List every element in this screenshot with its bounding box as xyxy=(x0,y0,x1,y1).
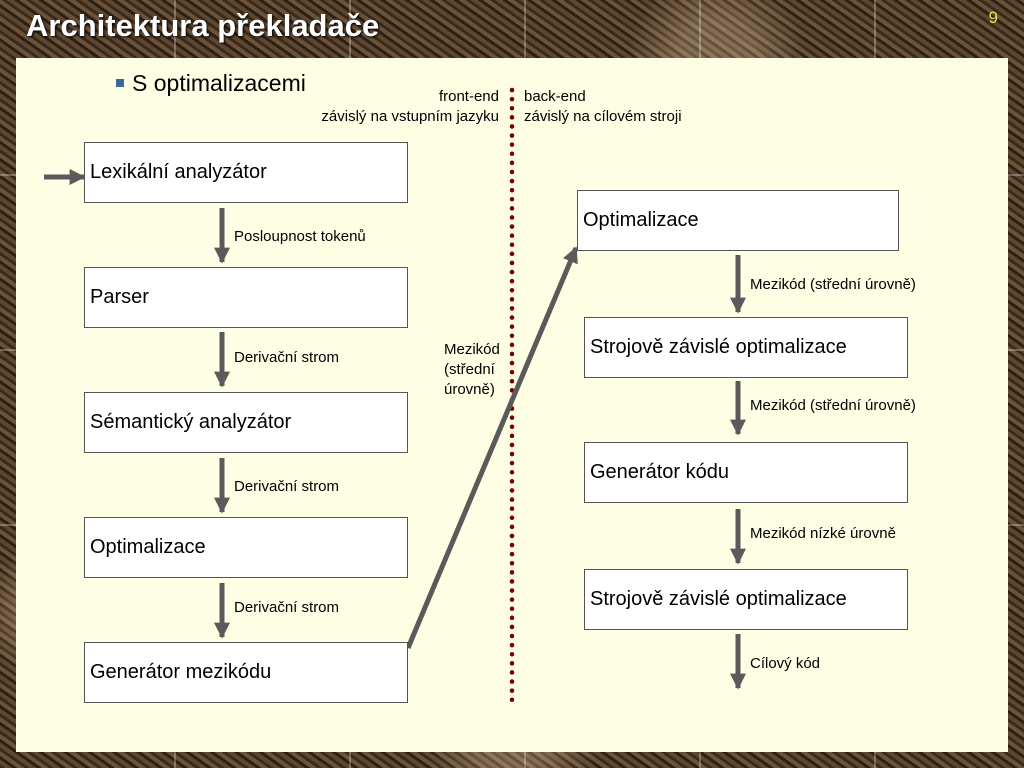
box-machine-dependent-optimization-2: Strojově závislé optimalizace xyxy=(584,569,908,630)
middle-label-line-1: Mezikód xyxy=(444,341,500,358)
label-derivation-tree-3: Derivační strom xyxy=(234,599,340,616)
back-end-description: závislý na cílovém stroji xyxy=(524,108,682,125)
label-intermediate-code-2: Mezikód (střední úrovně) xyxy=(750,397,916,414)
crossover-arrow xyxy=(405,246,579,649)
box-machine-dependent-optimization-1: Strojově závislé optimalizace xyxy=(584,317,908,378)
page-number: 9 xyxy=(988,8,998,27)
label-token-sequence: Posloupnost tokenů xyxy=(234,228,366,245)
label-intermediate-code-middle: Mezikód (střední úrovně) xyxy=(444,340,500,400)
box-lexical-analyzer: Lexikální analyzátor xyxy=(84,142,408,203)
slide-title: Architektura překladače xyxy=(26,8,380,43)
front-end-label: front-end xyxy=(438,88,499,105)
box-intermediate-code-generator: Generátor mezikódu xyxy=(84,642,408,703)
bullet-text: S optimalizacemi xyxy=(132,70,306,96)
box-code-generator: Generátor kódu xyxy=(584,442,908,503)
label-intermediate-code-1: Mezikód (střední úrovně) xyxy=(750,276,916,293)
label-derivation-tree-2: Derivační strom xyxy=(234,478,340,495)
box-optimization-back: Optimalizace xyxy=(577,190,899,251)
label-low-level-code: Mezikód nízké úrovně xyxy=(750,525,896,542)
bullet-square-icon xyxy=(116,78,124,87)
box-semantic-analyzer: Sémantický analyzátor xyxy=(84,392,408,453)
label-target-code: Cílový kód xyxy=(750,655,821,672)
label-derivation-tree-1: Derivační strom xyxy=(234,349,340,366)
box-optimization-front: Optimalizace xyxy=(84,517,408,578)
box-parser: Parser xyxy=(84,267,408,328)
back-end-label: back-end xyxy=(524,88,586,105)
back-end-header: back-end závislý na cílovém stroji xyxy=(524,87,682,127)
bullet-item: S optimalizacemi xyxy=(116,70,306,97)
middle-label-line-3: úrovně) xyxy=(444,381,495,398)
front-end-description: závislý na vstupním jazyku xyxy=(321,108,499,125)
front-end-header: front-end závislý na vstupním jazyku xyxy=(321,87,499,127)
middle-label-line-2: (střední xyxy=(444,361,495,378)
